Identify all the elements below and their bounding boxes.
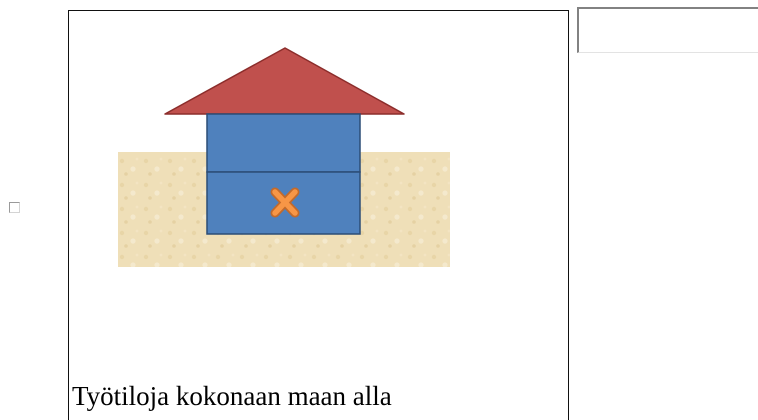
option-cell: Työtiloja kokonaan maan alla	[68, 10, 569, 420]
house-roof	[164, 47, 405, 115]
house-underground-illustration	[118, 47, 450, 267]
answer-field[interactable]	[577, 7, 758, 53]
option-checkbox[interactable]	[9, 202, 20, 213]
option-caption: Työtiloja kokonaan maan alla	[72, 381, 392, 411]
house-upper-floor	[206, 113, 361, 173]
x-mark-icon	[270, 187, 300, 218]
